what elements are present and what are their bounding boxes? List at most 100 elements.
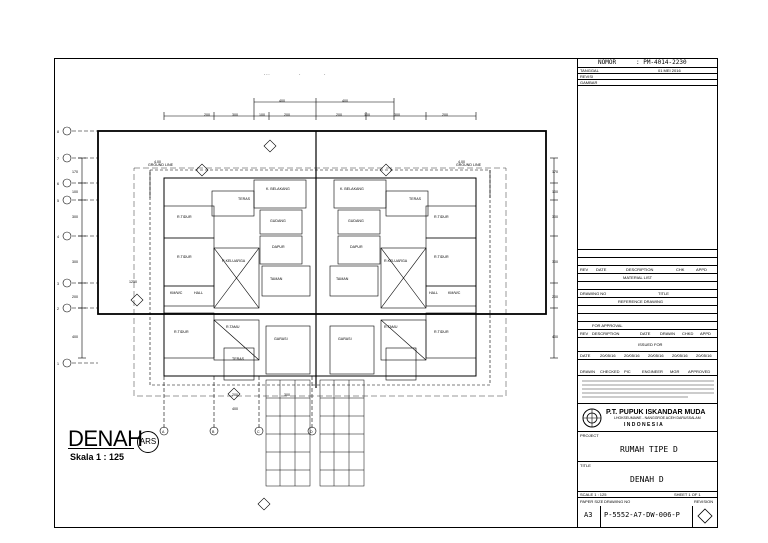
revisi-row: REVISI bbox=[578, 74, 718, 80]
company-name: P.T. PUPUK ISKANDAR MUDA bbox=[606, 409, 706, 416]
title-value: DENAH D bbox=[630, 475, 664, 484]
project-row: PROJECT RUMAH TIPE D bbox=[578, 432, 718, 462]
svg-text:GUDANG: GUDANG bbox=[270, 219, 286, 223]
svg-text:KM/WC: KM/WC bbox=[170, 291, 183, 295]
svg-text:C: C bbox=[257, 430, 260, 434]
drawing-number-value: P-5552-A7-DW-006-P bbox=[604, 511, 680, 519]
svg-text:400: 400 bbox=[552, 335, 558, 339]
svg-text:200: 200 bbox=[336, 113, 342, 117]
reference-row: REFERENCE DRAWING bbox=[578, 298, 718, 306]
svg-text:100: 100 bbox=[259, 113, 265, 117]
rev-header-desc: DESCRIPTION bbox=[626, 267, 654, 272]
desc-header-date: DATE bbox=[640, 331, 651, 336]
sig-date-label: DATE bbox=[580, 353, 591, 358]
svg-text:300: 300 bbox=[72, 260, 78, 264]
svg-text:1250: 1250 bbox=[129, 280, 137, 284]
plan-scale: Skala 1 : 125 bbox=[70, 452, 125, 462]
svg-text:DAPUR: DAPUR bbox=[350, 245, 363, 249]
svg-text:200: 200 bbox=[232, 393, 238, 397]
svg-text:K. BELAKANG: K. BELAKANG bbox=[266, 187, 290, 191]
project-label: PROJECT bbox=[580, 433, 599, 438]
rev-grid-row2 bbox=[578, 258, 718, 266]
svg-text:200: 200 bbox=[552, 295, 558, 299]
nomor-row: NOMOR : PM-4014-2230 bbox=[578, 58, 718, 68]
project-value: RUMAH TIPE D bbox=[620, 445, 678, 454]
nomor-value: : PM-4014-2230 bbox=[636, 59, 687, 66]
sig-date-1: 20/05/16 bbox=[600, 353, 616, 358]
svg-text:200: 200 bbox=[442, 113, 448, 117]
paper-size-value: A3 bbox=[584, 511, 593, 519]
notes-text-row bbox=[578, 376, 718, 404]
rev-grid-row1 bbox=[578, 250, 718, 258]
sig-pic: PIC bbox=[624, 369, 631, 374]
svg-text:3: 3 bbox=[57, 282, 59, 286]
sig-drawn: DRAWN bbox=[580, 369, 595, 374]
svg-text:R.TIDUR: R.TIDUR bbox=[177, 255, 192, 259]
desc-header-appd: APPD bbox=[700, 331, 711, 336]
svg-text:R.TIDUR: R.TIDUR bbox=[174, 330, 189, 334]
revisi-label: REVISI bbox=[580, 74, 594, 79]
svg-text:4.00: 4.00 bbox=[154, 160, 161, 164]
sheet-label: SHEET 1 OF 1 bbox=[674, 492, 701, 497]
drawing-no-label-2: DRAWING NO bbox=[604, 499, 631, 504]
svg-text:300: 300 bbox=[552, 215, 558, 219]
revision-diamond-icon bbox=[697, 508, 713, 524]
material-list-label: MATERIAL LIST bbox=[623, 275, 653, 280]
svg-text:K. BELAKANG: K. BELAKANG bbox=[340, 187, 364, 191]
svg-text:8: 8 bbox=[57, 130, 59, 134]
svg-text:400: 400 bbox=[342, 99, 348, 103]
svg-text:6: 6 bbox=[57, 182, 59, 186]
svg-text:R.TAMU: R.TAMU bbox=[384, 325, 398, 329]
sig-date-5: 20/05/16 bbox=[696, 353, 712, 358]
svg-text:300: 300 bbox=[552, 260, 558, 264]
sig-date-3: 20/05/16 bbox=[648, 353, 664, 358]
svg-text:100: 100 bbox=[552, 190, 558, 194]
tanggal-label: TANGGAL bbox=[580, 68, 599, 73]
drawing-sheet-border bbox=[54, 58, 718, 528]
plan-title: DENAH bbox=[68, 426, 143, 451]
sig-date-2: 20/05/16 bbox=[624, 353, 640, 358]
svg-text:400: 400 bbox=[279, 99, 285, 103]
fine-print-lines bbox=[582, 380, 714, 398]
svg-text:300: 300 bbox=[72, 215, 78, 219]
scale-sheet-row: SCALE 1 : 125 SHEET 1 OF 1 bbox=[578, 492, 718, 498]
svg-text:R.TAMU: R.TAMU bbox=[226, 325, 240, 329]
title-label-2: TITLE bbox=[580, 463, 591, 468]
svg-text:4: 4 bbox=[57, 235, 59, 239]
title-row: TITLE DENAH D bbox=[578, 462, 718, 492]
desc-header-drawn: DRAWN bbox=[660, 331, 675, 336]
svg-text:- - -: - - - bbox=[264, 72, 270, 76]
gambar-label: GAMBAR bbox=[580, 80, 598, 85]
plan-title-underline bbox=[68, 448, 134, 449]
svg-text:-: - bbox=[324, 72, 326, 76]
issued-for-row: ISSUED FOR bbox=[578, 338, 718, 352]
material-list-row: MATERIAL LIST bbox=[578, 274, 718, 282]
rev-header-appd: APPD bbox=[696, 267, 707, 272]
desc-header-rev: REV bbox=[580, 331, 589, 336]
sig-row-2: DRAWN CHECKED PIC ENGINEER MGR APPROVED bbox=[578, 360, 718, 376]
paper-size-divider bbox=[600, 506, 601, 528]
svg-text:TAMAN: TAMAN bbox=[336, 277, 349, 281]
blank-row-c bbox=[578, 314, 718, 322]
svg-text:1: 1 bbox=[57, 362, 59, 366]
rev-header-date: DATE bbox=[596, 267, 607, 272]
svg-text:B: B bbox=[212, 430, 215, 434]
svg-text:100: 100 bbox=[364, 113, 370, 117]
revision-label: REVISION bbox=[694, 499, 714, 504]
svg-text:GARASI: GARASI bbox=[274, 337, 288, 341]
floor-plan-drawing: GROUND LINE GROUND LINE 4.00 4.00 - - - … bbox=[57, 72, 558, 511]
scale-label: SCALE 1 : 125 bbox=[580, 492, 607, 497]
svg-text:100: 100 bbox=[72, 190, 78, 194]
svg-text:200: 200 bbox=[72, 295, 78, 299]
svg-text:A: A bbox=[162, 430, 165, 434]
svg-text:5: 5 bbox=[57, 199, 59, 203]
sig-row-1: DATE 20/05/16 20/05/16 20/05/16 20/05/16… bbox=[578, 352, 718, 360]
svg-text:R.TIDUR: R.TIDUR bbox=[434, 215, 449, 219]
blank-row-a bbox=[578, 282, 718, 290]
svg-text:2: 2 bbox=[57, 307, 59, 311]
drawing-number-row: PAPER SIZE DRAWING NO REVISION A3 P-5552… bbox=[578, 498, 718, 528]
ars-bubble: ARS bbox=[137, 431, 159, 453]
svg-text:400: 400 bbox=[232, 407, 238, 411]
issued-for-label: ISSUED FOR bbox=[638, 342, 663, 347]
blank-row-b bbox=[578, 306, 718, 314]
